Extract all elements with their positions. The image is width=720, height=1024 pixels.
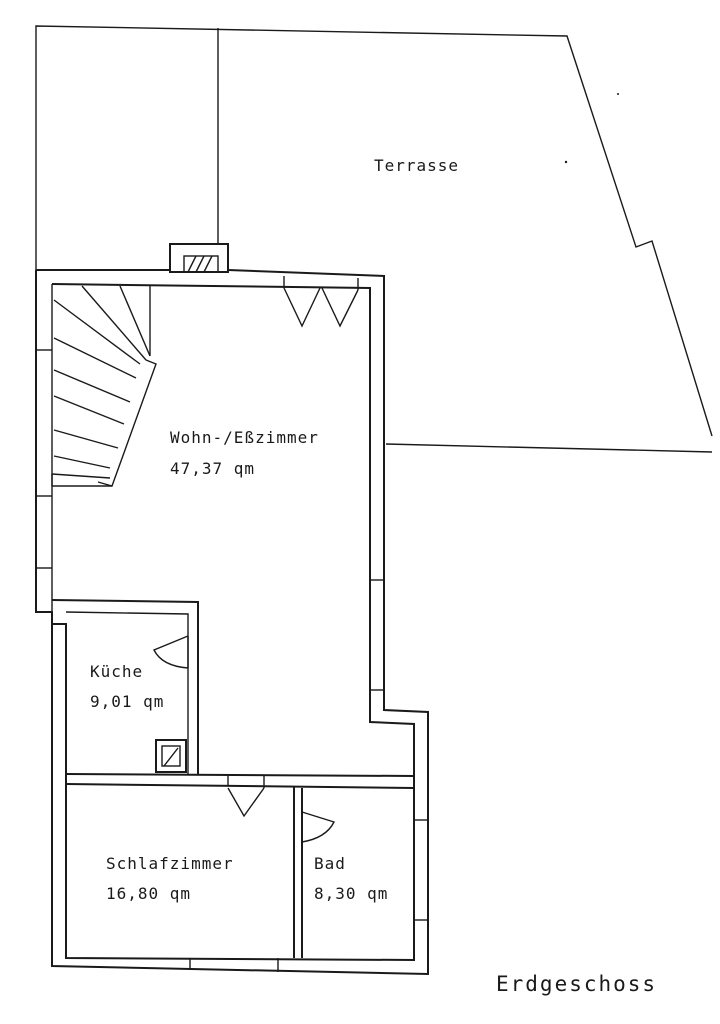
floor-label: Erdgeschoss bbox=[496, 972, 658, 996]
terrace-label: Terrasse bbox=[374, 156, 460, 175]
bedroom-door bbox=[227, 776, 265, 818]
staircase bbox=[51, 285, 157, 487]
living-room-area: 47,37 qm bbox=[170, 459, 256, 478]
bath-label: Bad bbox=[314, 854, 346, 873]
kitchen-label: Küche bbox=[90, 662, 144, 681]
window-top bbox=[283, 276, 359, 328]
chimney bbox=[169, 243, 229, 273]
bedroom-area: 16,80 qm bbox=[106, 884, 192, 903]
kitchen-door bbox=[153, 635, 189, 669]
kitchen-chimney bbox=[155, 739, 187, 773]
bath-area: 8,30 qm bbox=[314, 884, 389, 903]
scan-marks bbox=[564, 93, 619, 164]
exterior-walls bbox=[35, 269, 429, 976]
kitchen-area: 9,01 qm bbox=[90, 692, 165, 711]
bath-door bbox=[301, 811, 335, 843]
terrace-boundary bbox=[35, 25, 713, 453]
living-room-label: Wohn-/Eßzimmer bbox=[170, 428, 319, 447]
bedroom-label: Schlafzimmer bbox=[106, 854, 234, 873]
interior-walls bbox=[51, 599, 415, 958]
